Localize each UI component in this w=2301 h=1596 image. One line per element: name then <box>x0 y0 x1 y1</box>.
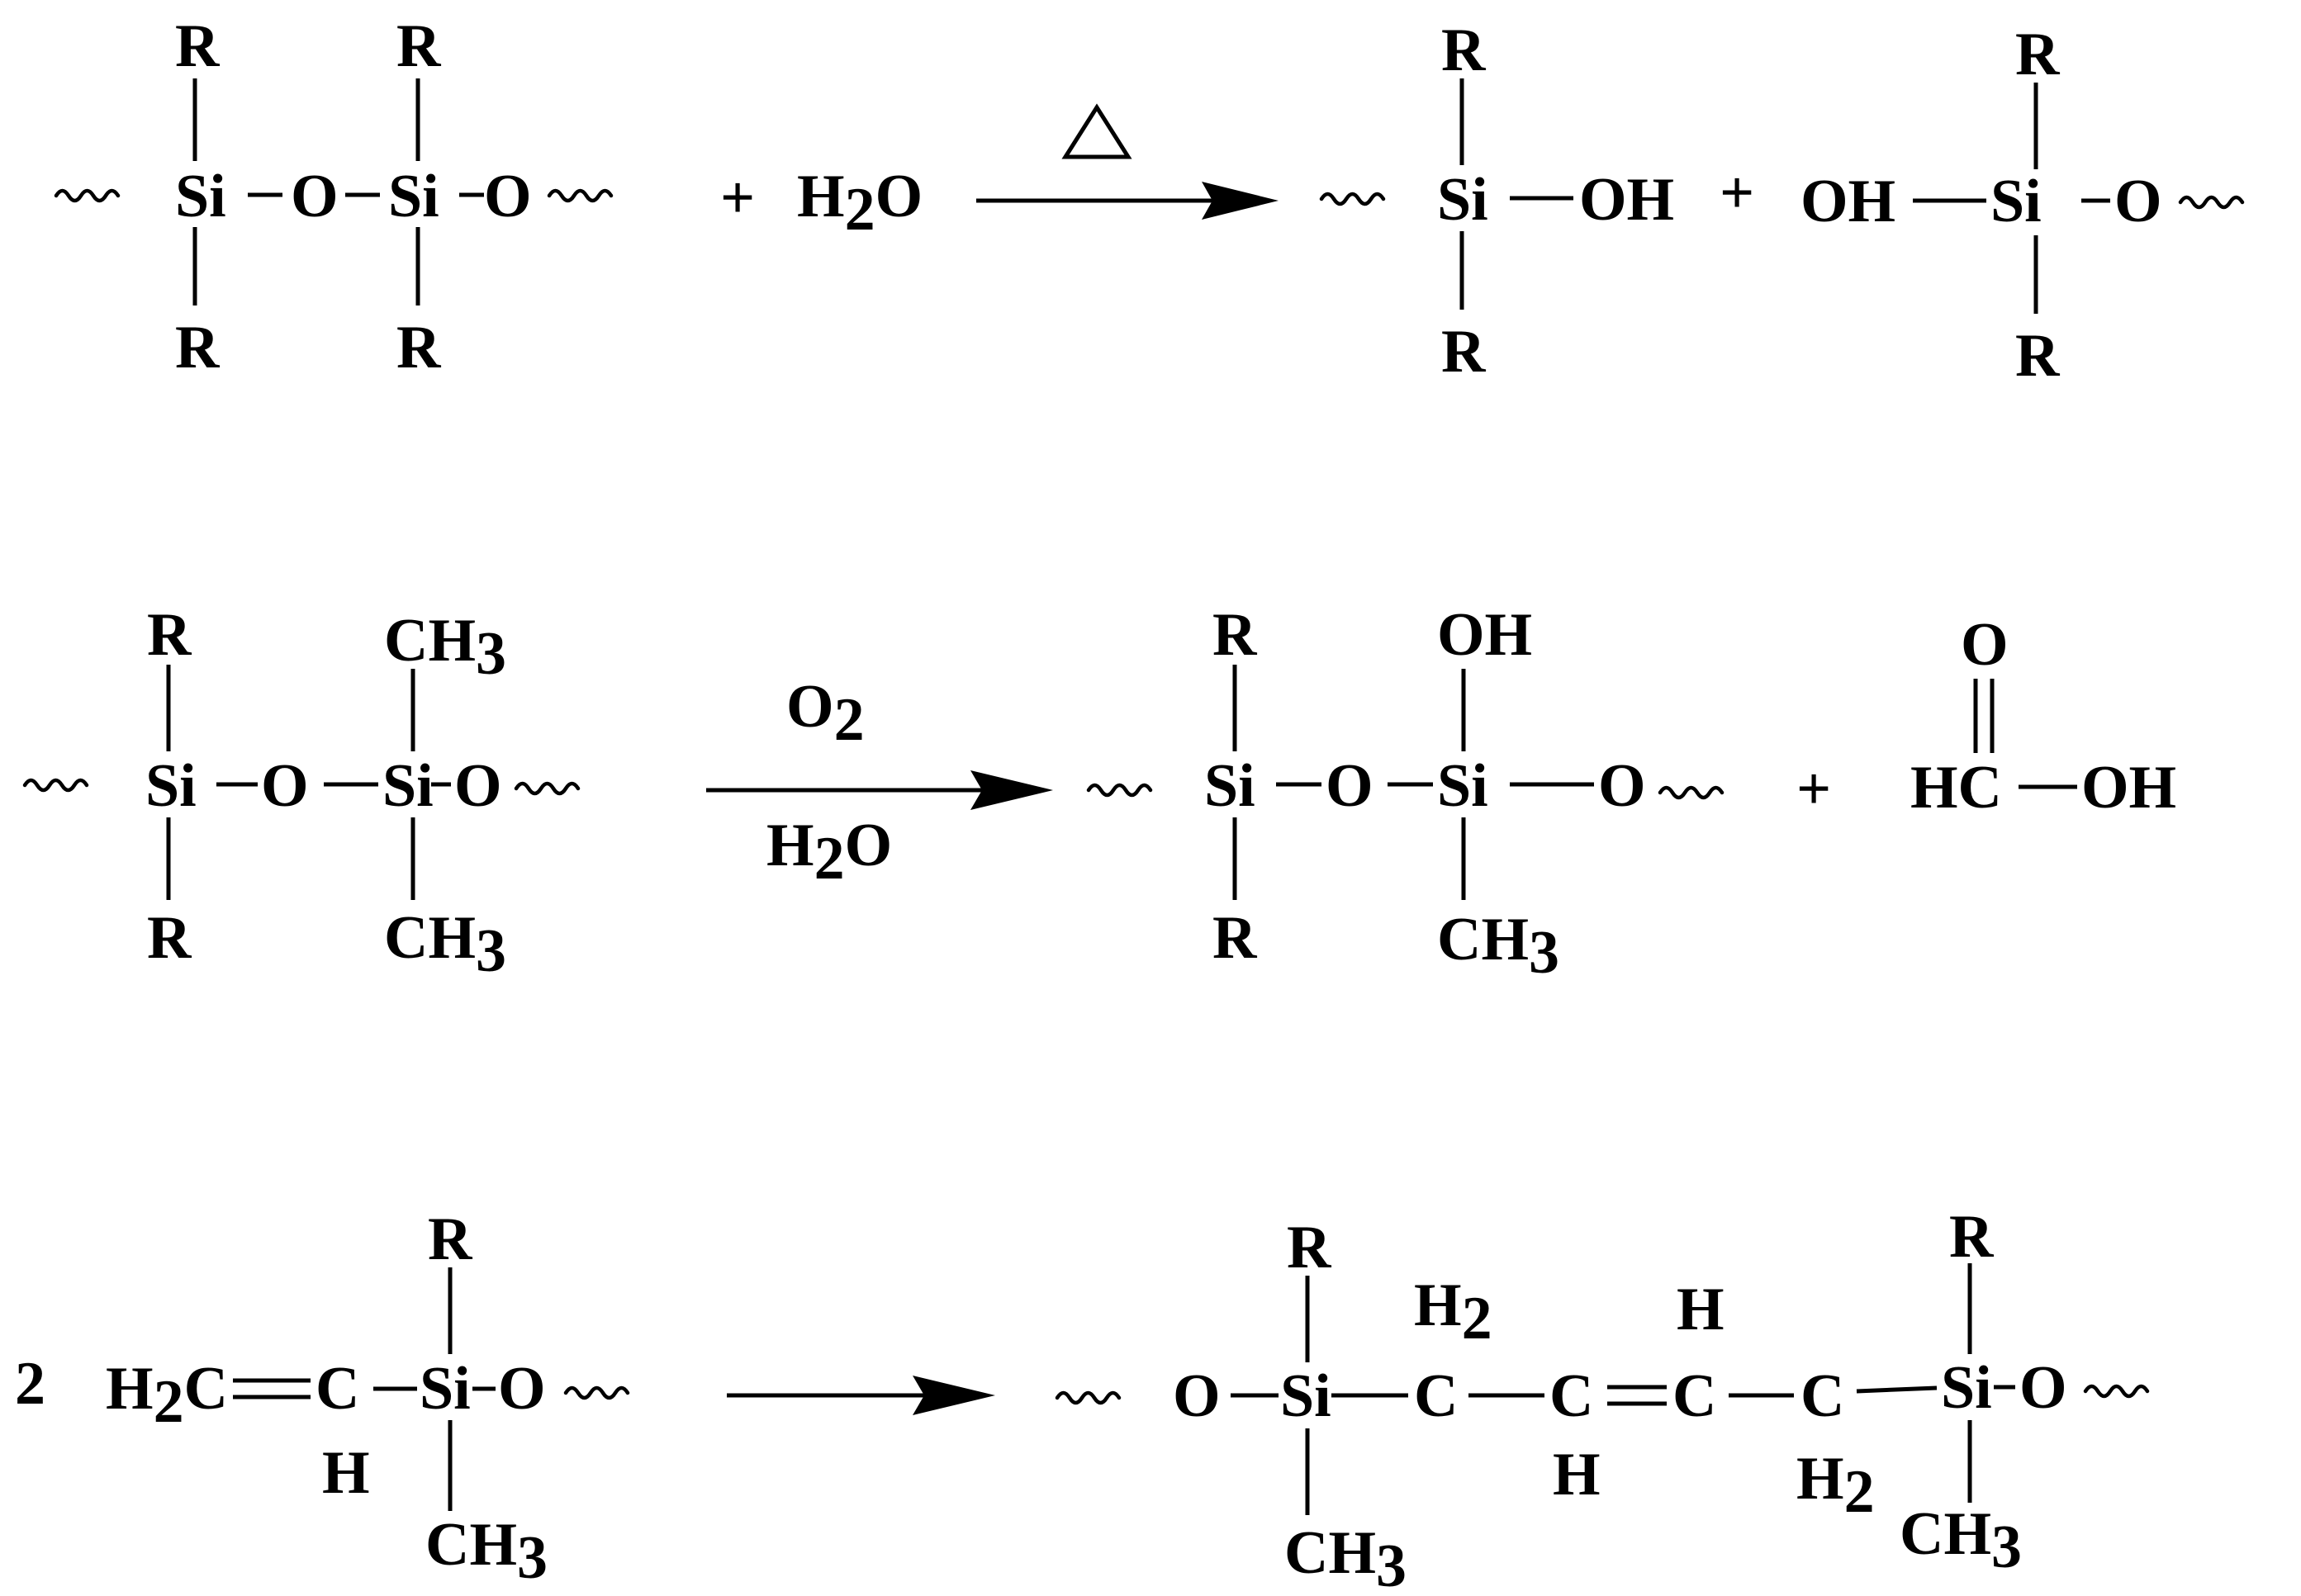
ch3-group: CH3 <box>1284 1519 1407 1592</box>
ch3-group: CH3 <box>1900 1500 2022 1581</box>
o-atom: O <box>484 163 532 230</box>
c-atom: C <box>1549 1362 1593 1430</box>
r-group: R <box>1212 601 1258 669</box>
heat-symbol: △ <box>1074 152 1075 154</box>
o-atom: O <box>261 752 309 820</box>
si-atom: Si <box>382 752 434 820</box>
plus-sign: + <box>1796 755 1831 823</box>
r-group: R <box>1949 1203 1995 1271</box>
si-atom: Si <box>145 752 197 820</box>
wavy-bond <box>25 780 87 790</box>
wavy-bond <box>56 191 118 201</box>
si-atom: Si <box>175 163 226 230</box>
si-atom: Si <box>1204 752 1255 820</box>
oh-group: OH <box>1800 168 1895 235</box>
ch3-group: CH3 <box>384 904 506 985</box>
o-atom: O <box>1173 1362 1221 1430</box>
arrow-head <box>913 1376 995 1415</box>
c-atom: C <box>1414 1362 1458 1430</box>
h2-substituent: H2 <box>1796 1445 1875 1526</box>
r-group: R <box>1287 1214 1332 1281</box>
c-atom: C <box>1800 1362 1844 1430</box>
r-group: R <box>1212 904 1258 972</box>
si-atom: Si <box>388 163 439 230</box>
water: H2O <box>797 163 923 244</box>
formic-oh: OH <box>2081 754 2176 822</box>
water-condition: H2O <box>766 812 892 893</box>
r-group: R <box>1441 318 1487 386</box>
wavy-bond <box>2085 1386 2147 1396</box>
ch3-group: CH3 <box>425 1511 548 1592</box>
si-atom: Si <box>1437 166 1488 234</box>
r-group: R <box>396 12 442 80</box>
wavy-bond <box>1089 785 1150 795</box>
oh-group: OH <box>1437 601 1532 669</box>
wavy-bond <box>549 191 611 201</box>
r-group: R <box>428 1205 473 1273</box>
si-atom: Si <box>1280 1362 1331 1430</box>
stoich-coefficient: 2 <box>15 1350 45 1418</box>
r-group: R <box>147 904 192 972</box>
wavy-bond <box>2180 197 2242 207</box>
oh-group: OH <box>1579 166 1674 234</box>
h-atom: H <box>322 1439 370 1507</box>
o-atom: O <box>498 1355 546 1423</box>
h2-substituent: H2 <box>1414 1272 1492 1352</box>
o-atom: O <box>1598 752 1646 820</box>
hc-group: HC <box>1910 754 2002 822</box>
o-atom: O <box>291 163 339 230</box>
plus-sign: + <box>1720 159 1754 227</box>
r-group: R <box>2015 322 2061 390</box>
h-atom: H <box>1553 1441 1601 1508</box>
h-atom: H <box>1677 1276 1725 1343</box>
reaction-2: Si R R O Si CH3 CH3 O O2 H2O Si R R O Si… <box>25 601 2176 987</box>
o-atom: O <box>454 752 502 820</box>
c-atom: C <box>315 1355 359 1423</box>
r-group: R <box>175 314 221 381</box>
reaction-1: Si R R O Si R R O + H2O △ Si R R OH + OH <box>56 12 2242 390</box>
o-atom: O <box>2114 168 2162 235</box>
wavy-bond <box>566 1388 628 1398</box>
h2c-group: H2C <box>106 1355 228 1436</box>
wavy-bond <box>1660 788 1722 798</box>
r-group: R <box>396 314 442 381</box>
arrow-head <box>970 770 1053 810</box>
si-atom: Si <box>1437 752 1488 820</box>
plus-sign: + <box>720 164 755 232</box>
wavy-bond <box>1321 194 1383 204</box>
reaction-3: 2 H2C C H Si R CH3 O O Si R CH3 C H2 C H… <box>15 1203 2147 1596</box>
si-atom: Si <box>1941 1354 1992 1422</box>
ch3-group: CH3 <box>1437 906 1559 987</box>
si-atom: Si <box>420 1355 471 1423</box>
o-atom: O <box>1326 752 1373 820</box>
c-atom: C <box>1672 1362 1716 1430</box>
wavy-bond <box>516 784 578 793</box>
arrow-head <box>1202 182 1279 220</box>
r-group: R <box>1441 17 1487 84</box>
carbonyl-oxygen: O <box>1961 611 2009 679</box>
si-atom: Si <box>1990 168 2042 235</box>
bond <box>1856 1385 1938 1394</box>
oxygen-condition: O2 <box>786 673 865 754</box>
wavy-bond <box>1057 1393 1119 1403</box>
r-group: R <box>147 601 192 669</box>
r-group: R <box>175 12 221 80</box>
heat-triangle <box>1061 103 1132 159</box>
ch3-group: CH3 <box>384 607 506 688</box>
r-group: R <box>2015 21 2061 88</box>
o-atom: O <box>2019 1354 2067 1422</box>
